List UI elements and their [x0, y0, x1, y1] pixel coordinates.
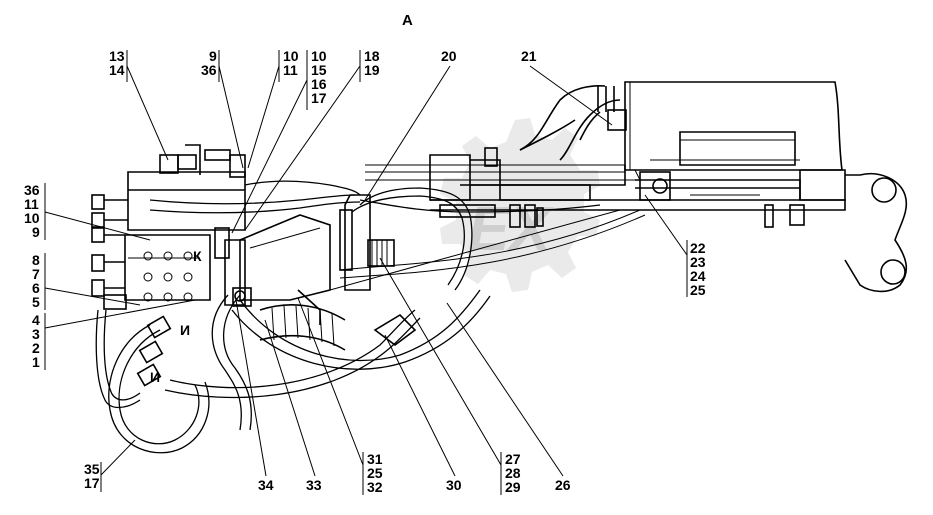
callout-26: 26: [555, 477, 571, 493]
callout-27: 27: [505, 451, 521, 467]
callout-24: 24: [690, 268, 706, 284]
callout-6: 6: [32, 280, 40, 296]
callouts: 13 14 9 36 10 11 10 15 16 17 18 19 20 21…: [24, 48, 706, 495]
callout-21: 21: [521, 48, 537, 64]
callout-7: 7: [32, 266, 40, 282]
callout-8: 8: [32, 252, 40, 268]
callout-15: 15: [311, 62, 327, 78]
hoses: [95, 180, 601, 454]
label-k: К: [193, 248, 202, 264]
label-i-upper: И: [180, 322, 190, 338]
valve-block-ports: [143, 251, 193, 302]
callout-5: 5: [32, 294, 40, 310]
view-label: А: [402, 12, 413, 29]
watermark-text: EX: [468, 195, 554, 264]
callout-28: 28: [505, 465, 521, 481]
engine-box: [519, 81, 843, 181]
callout-17-bottom: 17: [84, 475, 100, 491]
callout-14: 14: [109, 62, 125, 78]
callout-20: 20: [441, 48, 457, 64]
callout-11-a: 11: [283, 62, 298, 78]
callout-10-b: 10: [311, 48, 327, 64]
callout-4: 4: [32, 312, 40, 328]
callout-29: 29: [505, 479, 521, 495]
callout-30: 30: [446, 477, 462, 493]
callout-25-right: 25: [690, 282, 706, 298]
frame: [329, 164, 908, 293]
callout-23: 23: [690, 254, 706, 270]
callout-3: 3: [32, 326, 40, 342]
rail-fittings: [429, 147, 805, 228]
callout-11-left: 11: [24, 196, 39, 212]
callout-36-left: 36: [24, 182, 40, 198]
callout-35: 35: [84, 461, 100, 477]
callout-33: 33: [306, 477, 322, 493]
callout-2: 2: [32, 340, 40, 356]
callout-25-bottom: 25: [367, 465, 383, 481]
callout-31: 31: [367, 451, 383, 467]
callout-9-top: 9: [209, 48, 217, 64]
callout-32: 32: [367, 479, 383, 495]
callout-34: 34: [258, 477, 274, 493]
callout-13: 13: [109, 48, 125, 64]
callout-16: 16: [311, 76, 327, 92]
callout-19: 19: [364, 62, 380, 78]
callout-10-left: 10: [24, 210, 40, 226]
callout-10-a: 10: [283, 48, 299, 64]
callout-9-left: 9: [32, 224, 40, 240]
valve-block: [91, 144, 246, 310]
callout-18: 18: [364, 48, 380, 64]
callout-36-top: 36: [201, 62, 217, 78]
callout-1: 1: [32, 354, 40, 370]
label-i-lower: И: [150, 369, 160, 385]
callout-22: 22: [690, 240, 706, 256]
callout-17-top: 17: [311, 90, 327, 106]
